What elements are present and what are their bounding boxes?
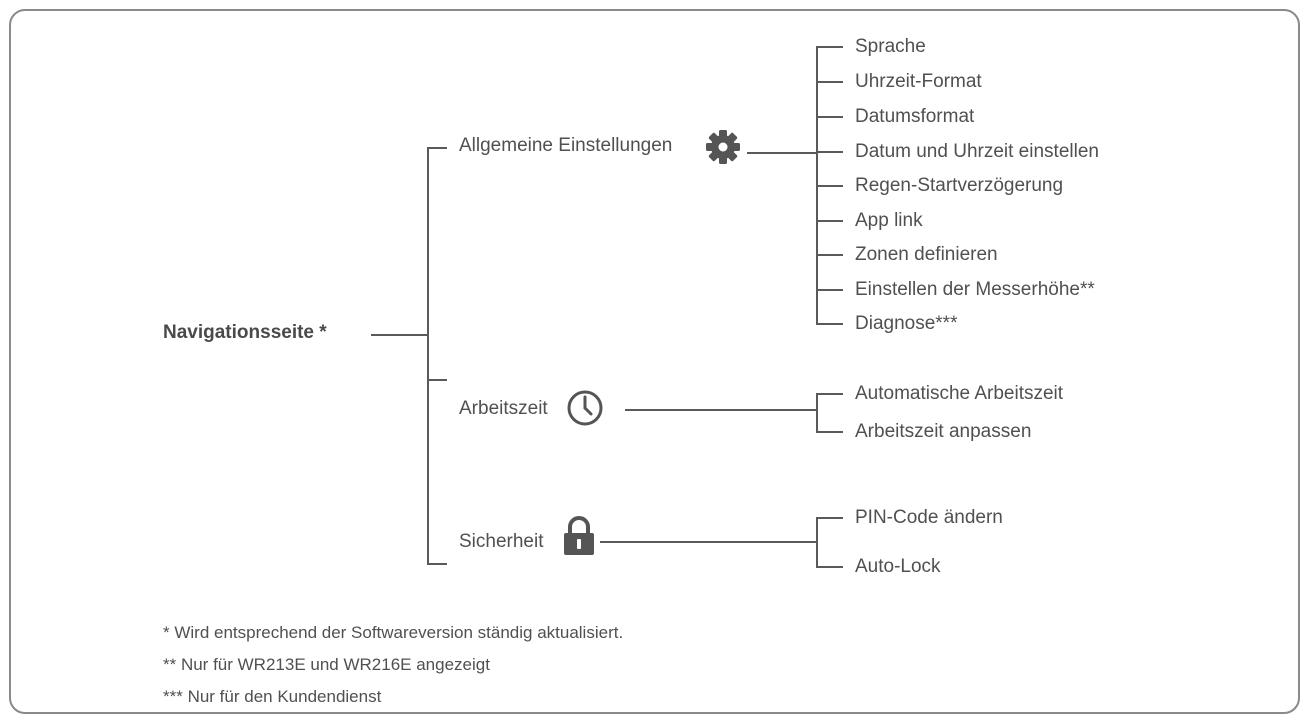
diagram-frame bbox=[9, 9, 1300, 714]
submenu-item: Regen-Startverzögerung bbox=[855, 175, 1064, 196]
gear-icon bbox=[706, 130, 740, 164]
submenu-item: PIN-Code ändern bbox=[855, 507, 1003, 528]
branch-label-security: Sicherheit bbox=[459, 531, 544, 552]
clock-icon bbox=[567, 390, 603, 426]
root-node-label: Navigationsseite * bbox=[163, 322, 327, 343]
branch-label-worktime: Arbeitszeit bbox=[459, 398, 548, 419]
submenu-item: Zonen definieren bbox=[855, 244, 998, 265]
submenu-item: App link bbox=[855, 210, 923, 231]
submenu-item: Sprache bbox=[855, 36, 926, 57]
lock-icon bbox=[564, 516, 594, 555]
footnote: ** Nur für WR213E und WR216E angezeigt bbox=[163, 655, 490, 674]
submenu-item: Datum und Uhrzeit einstellen bbox=[855, 141, 1099, 162]
submenu-item: Arbeitszeit anpassen bbox=[855, 421, 1032, 442]
branch-label-general-settings: Allgemeine Einstellungen bbox=[459, 135, 673, 156]
footnote: * Wird entsprechend der Softwareversion … bbox=[163, 623, 624, 642]
submenu-item: Auto-Lock bbox=[855, 556, 941, 577]
submenu-item: Datumsformat bbox=[855, 106, 975, 127]
footnote: *** Nur für den Kundendienst bbox=[163, 687, 382, 706]
submenu-item: Einstellen der Messerhöhe** bbox=[855, 279, 1095, 300]
submenu-item: Automatische Arbeitszeit bbox=[855, 383, 1064, 404]
submenu-item: Uhrzeit-Format bbox=[855, 71, 982, 92]
submenu-item: Diagnose*** bbox=[855, 313, 958, 334]
